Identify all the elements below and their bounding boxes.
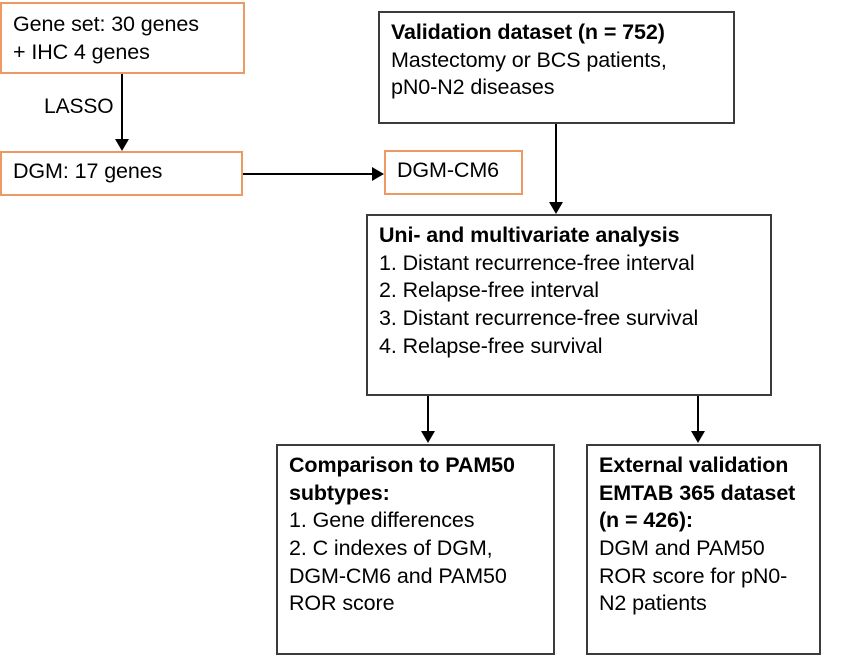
node-pam50-comparison-line-1: Comparison to PAM50 [289,453,515,477]
node-external-validation-line-6: N2 patients [599,591,707,616]
node-gene-set: Gene set: 30 genes + IHC 4 genes [0,2,245,74]
node-dgm-cm6-line-1: DGM-CM6 [397,158,500,182]
node-external-validation: External validation EMTAB 365 dataset (n… [586,444,821,655]
node-pam50-comparison-line-5: DGM-CM6 and PAM50 [289,563,507,588]
edge-validation-to-analysis-arrowhead [549,202,563,214]
node-gene-set-line-2: + IHC 4 genes [13,39,150,64]
edge-analysis-to-pam50-line [427,396,429,432]
node-pam50-comparison-line-3: 1. Gene differences [289,508,475,533]
edge-gene-set-to-dgm-line [121,74,123,140]
node-analysis-text: Uni- and multivariate analysis 1. Distan… [368,216,770,365]
node-dgm-cm6: DGM-CM6 [384,150,523,195]
edge-analysis-to-external-arrowhead [691,431,705,443]
node-pam50-comparison-line-2: subtypes: [289,480,390,505]
edge-gene-set-to-dgm-arrowhead [115,139,129,151]
node-analysis: Uni- and multivariate analysis 1. Distan… [366,214,772,396]
edge-dgm-to-dgm-cm6-line [243,173,373,175]
node-analysis-line-2: 1. Distant recurrence-free interval [379,250,695,275]
node-validation-dataset-text: Validation dataset (n = 752) Mastectomy … [380,13,733,107]
node-external-validation-text: External validation EMTAB 365 dataset (n… [588,446,819,623]
node-validation-dataset: Validation dataset (n = 752) Mastectomy … [378,11,735,124]
edge-analysis-to-external-line [697,396,699,432]
node-pam50-comparison-line-4: 2. C indexes of DGM, [289,535,493,560]
node-dgm-cm6-text: DGM-CM6 [386,152,521,190]
node-external-validation-line-2: EMTAB 365 dataset [599,480,796,505]
node-analysis-line-1: Uni- and multivariate analysis [379,223,680,247]
node-pam50-comparison-text: Comparison to PAM50 subtypes: 1. Gene di… [278,446,553,623]
node-pam50-comparison: Comparison to PAM50 subtypes: 1. Gene di… [276,444,555,655]
node-validation-dataset-line-1: Validation dataset (n = 752) [391,20,665,44]
node-analysis-line-5: 4. Relapse-free survival [379,333,603,358]
edge-validation-to-analysis-line [555,124,557,203]
edge-analysis-to-pam50-arrowhead [421,431,435,443]
node-pam50-comparison-line-6: ROR score [289,591,395,616]
node-gene-set-line-1: Gene set: 30 genes [13,12,199,36]
node-analysis-line-3: 2. Relapse-free interval [379,278,599,303]
node-dgm: DGM: 17 genes [0,151,243,196]
node-external-validation-line-5: ROR score for pN0- [599,563,788,588]
edge-label-lasso: LASSO [44,95,114,118]
node-validation-dataset-line-2: Mastectomy or BCS patients, [391,47,667,72]
node-dgm-line-1: DGM: 17 genes [13,159,163,183]
node-external-validation-line-3: (n = 426): [599,508,693,533]
node-analysis-line-4: 3. Distant recurrence-free survival [379,305,699,330]
node-validation-dataset-line-3: pN0-N2 diseases [391,75,555,100]
node-gene-set-text: Gene set: 30 genes + IHC 4 genes [2,4,243,71]
node-dgm-text: DGM: 17 genes [2,153,241,191]
node-external-validation-line-1: External validation [599,453,789,477]
node-external-validation-line-4: DGM and PAM50 [599,535,765,560]
edge-dgm-to-dgm-cm6-arrowhead [372,167,384,181]
